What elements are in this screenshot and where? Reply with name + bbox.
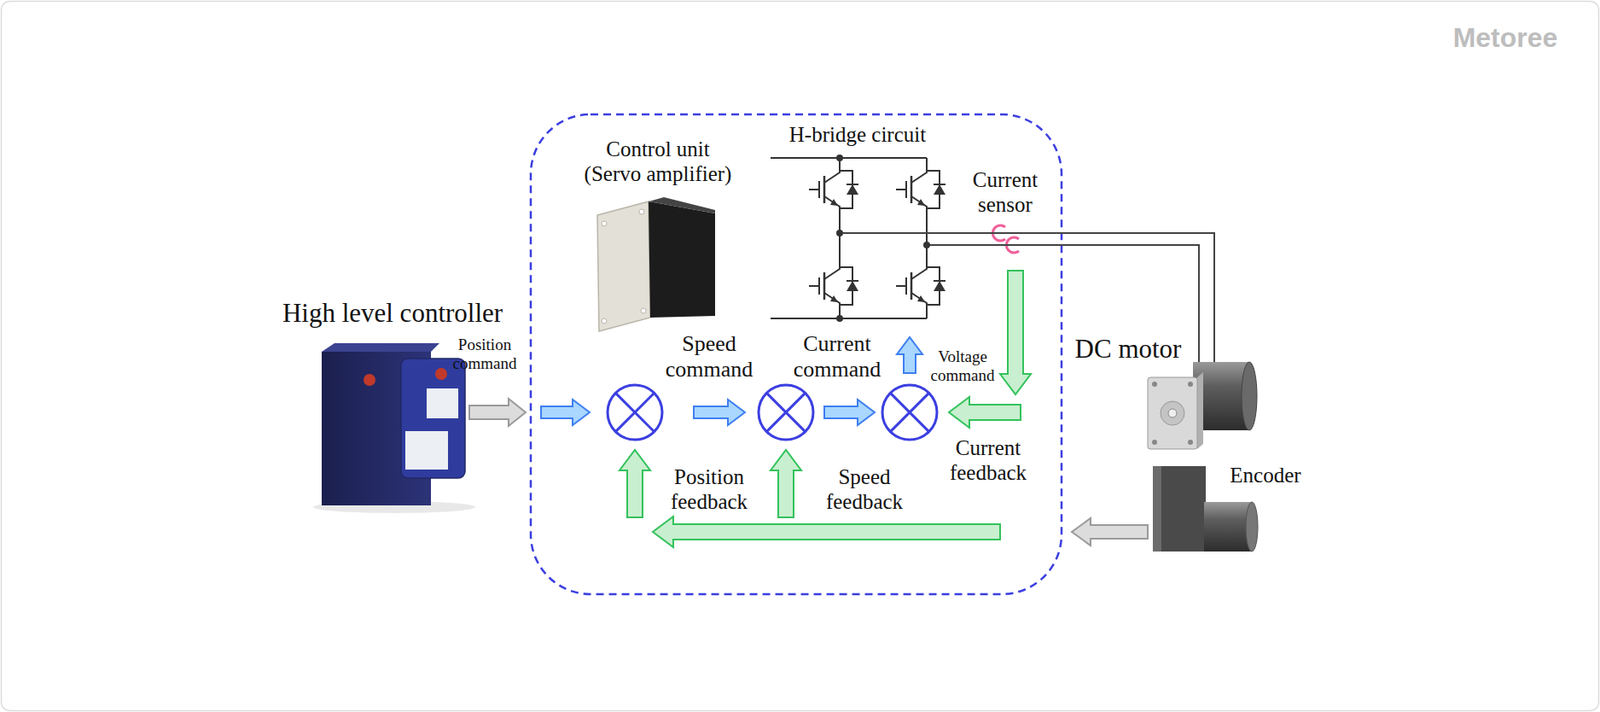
- mount-hole: [1152, 439, 1158, 445]
- dc-motor: DC motor: [1068, 329, 1263, 454]
- diode-symbol: [933, 184, 946, 195]
- wire: [839, 232, 952, 245]
- command-arrow: [896, 337, 923, 373]
- signal-label: Position command: [444, 335, 526, 373]
- motor-flange-side: [1197, 372, 1204, 449]
- dashed-boundary: [530, 114, 1062, 594]
- motor-flange: [1147, 377, 1198, 449]
- feedback-arrow: [948, 396, 1021, 428]
- h-bridge-symbol: [770, 157, 952, 319]
- command-arrow: [693, 399, 745, 425]
- controller-top: [321, 343, 440, 352]
- emitter-arrow: [830, 295, 838, 303]
- emitter-arrow: [917, 295, 926, 303]
- bridge-leg: [824, 157, 840, 319]
- summing-cross: [766, 392, 805, 431]
- symbol-fill: [830, 154, 946, 322]
- encoder: Encoder: [1146, 459, 1317, 559]
- feedback-arrow: [770, 449, 802, 518]
- feedback-arrow: [619, 449, 651, 518]
- encoder-cylinder: [1204, 501, 1252, 552]
- h-bridge-circuit: H-bridge circuit: [763, 119, 952, 329]
- node-label: Current sensor: [963, 168, 1048, 218]
- diode-lead: [839, 170, 940, 305]
- mount-hole: [639, 209, 645, 215]
- feedback-arrow: [1000, 270, 1031, 395]
- wire: [951, 232, 1215, 330]
- diode-symbol: [846, 184, 859, 195]
- current-sensor: Current sensor: [960, 165, 1050, 221]
- servo-amplifier: Control unit (Servo amplifier): [573, 133, 745, 333]
- mount-hole: [640, 308, 646, 314]
- junction-dot: [836, 314, 844, 322]
- mount-hole: [1187, 439, 1193, 445]
- input-arrow: [469, 398, 526, 426]
- controller-display: [405, 430, 448, 470]
- signal-label: Speed feedback: [820, 465, 910, 515]
- encoder-body: [1152, 465, 1206, 552]
- feedback-arrow: [652, 516, 1001, 547]
- amplifier-top: [648, 197, 716, 214]
- watermark: Metoree: [1453, 22, 1559, 54]
- wire: [951, 244, 1199, 330]
- signal-label: Current feedback: [939, 436, 1038, 486]
- signal-label: Position feedback: [658, 465, 760, 515]
- summing-junction: [758, 384, 814, 440]
- summing-cross: [890, 392, 929, 431]
- mount-hole: [1152, 381, 1158, 387]
- node-label: Encoder: [1229, 463, 1301, 489]
- controller-lamp: [435, 367, 448, 380]
- summing-junction: [607, 384, 663, 440]
- input-arrow: [1071, 517, 1148, 546]
- node-label: DC motor: [1075, 333, 1182, 365]
- signal-label: Current command: [784, 331, 891, 383]
- junction-dot: [923, 241, 931, 249]
- motor-end: [1241, 361, 1257, 431]
- command-arrow: [824, 399, 875, 425]
- supply-rail: [770, 157, 927, 319]
- encoder-face: [1152, 465, 1162, 552]
- igbt-bar: [824, 175, 912, 300]
- node-label: Control unit (Servo amplifier): [578, 137, 738, 187]
- summing-cross: [615, 392, 654, 431]
- junction-dot: [836, 229, 844, 237]
- diode-symbol: [933, 280, 946, 291]
- mount-hole: [601, 221, 607, 227]
- igbt-gate: [808, 180, 907, 295]
- feedback-arrows: [619, 270, 1031, 547]
- bridge-leg: [911, 157, 927, 319]
- mount-hole: [601, 318, 607, 324]
- command-arrow: [541, 399, 590, 425]
- amplifier-body: [648, 201, 716, 318]
- amplifier-front: [597, 201, 651, 332]
- motor-boss: [1160, 401, 1185, 425]
- emitter-arrow: [830, 198, 838, 206]
- mount-hole: [1187, 381, 1193, 387]
- signal-label: Speed command: [660, 331, 759, 383]
- controller-panel: [401, 358, 466, 478]
- controller-unit: High level controller: [273, 290, 517, 514]
- junction-dot: [836, 154, 844, 162]
- summing-junction: [882, 384, 937, 440]
- summing-junctions: [607, 384, 937, 440]
- controller-lamp: [363, 373, 376, 386]
- signal-label: Voltage command: [923, 347, 1002, 385]
- motor-shaft: [1168, 408, 1177, 418]
- encoder-end: [1245, 501, 1258, 552]
- emitter-arrow: [917, 198, 926, 206]
- node-label: H-bridge circuit: [789, 122, 926, 148]
- diode-symbol: [846, 280, 859, 291]
- controller-display: [426, 388, 459, 419]
- node-label: High level controller: [282, 297, 503, 329]
